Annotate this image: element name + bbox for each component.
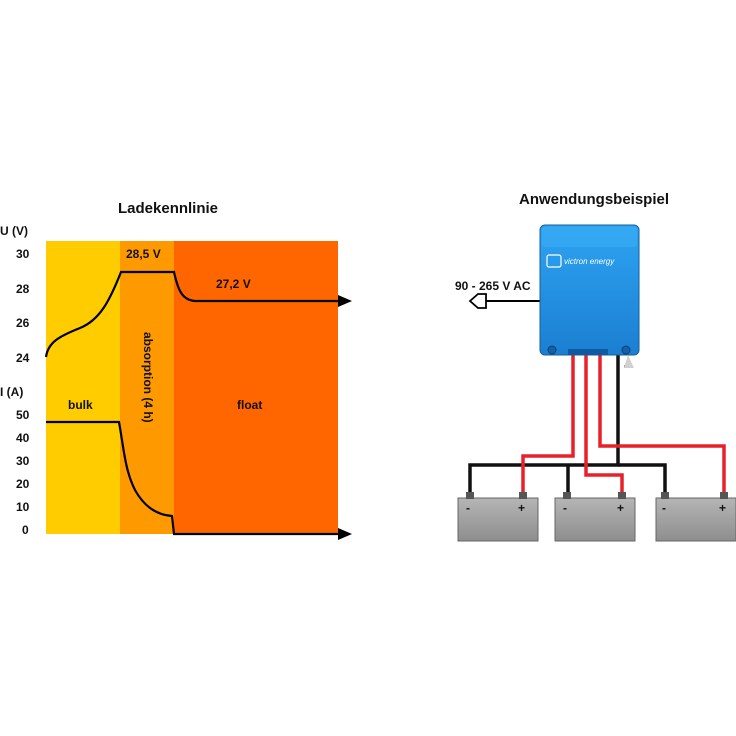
charger-brand-label: victron energy bbox=[564, 257, 615, 266]
current-axis-label: I (A) bbox=[0, 385, 23, 399]
battery: - + bbox=[655, 492, 736, 542]
voltage-tick: 26 bbox=[16, 316, 30, 330]
battery-plus-label: + bbox=[719, 501, 726, 515]
absorption-label: absorption (4 h) bbox=[141, 332, 155, 423]
absorption-voltage-label: 28,5 V bbox=[126, 247, 161, 261]
float-voltage-label: 27,2 V bbox=[216, 277, 251, 291]
battery-minus-label: - bbox=[662, 501, 666, 515]
positive-wire bbox=[598, 355, 726, 494]
battery-minus-label: - bbox=[466, 501, 470, 515]
float-label: float bbox=[237, 398, 262, 412]
battery: - + bbox=[554, 492, 636, 542]
voltage-tick: 28 bbox=[16, 282, 30, 296]
negative-wire bbox=[618, 463, 667, 494]
ac-input-label: 90 - 265 V AC bbox=[455, 279, 531, 293]
voltage-tick: 30 bbox=[16, 247, 30, 261]
bulk-phase-area bbox=[46, 241, 120, 534]
negative-wire bbox=[468, 355, 620, 494]
chart-title: Ladekennlinie bbox=[118, 200, 219, 217]
absorption-phase-area bbox=[120, 241, 174, 534]
current-tick: 30 bbox=[16, 454, 30, 468]
ac-plug-icon bbox=[468, 293, 487, 309]
victron-logo-icon bbox=[546, 254, 562, 268]
victron-charger: victron energy bbox=[539, 224, 640, 368]
bulk-label: bulk bbox=[68, 398, 93, 412]
diagram-title: Anwendungsbeispiel bbox=[519, 191, 670, 208]
voltage-arrow-head bbox=[338, 295, 352, 307]
current-tick: 20 bbox=[16, 477, 30, 491]
battery-plus-label: + bbox=[617, 501, 624, 515]
voltage-axis-label: U (V) bbox=[0, 224, 28, 238]
positive-wire bbox=[584, 355, 624, 494]
current-curve bbox=[46, 420, 338, 536]
battery-plus-label: + bbox=[518, 501, 525, 515]
battery: - + bbox=[457, 492, 539, 542]
voltage-tick: 24 bbox=[16, 351, 30, 365]
current-tick: 40 bbox=[16, 431, 30, 445]
float-phase-area bbox=[174, 241, 338, 534]
current-tick: 0 bbox=[22, 523, 29, 537]
current-tick: 10 bbox=[16, 500, 30, 514]
voltage-curve bbox=[44, 270, 338, 358]
current-tick: 50 bbox=[16, 408, 30, 422]
battery-minus-label: - bbox=[563, 501, 567, 515]
current-arrow-head bbox=[338, 528, 352, 540]
positive-wire bbox=[521, 355, 575, 494]
